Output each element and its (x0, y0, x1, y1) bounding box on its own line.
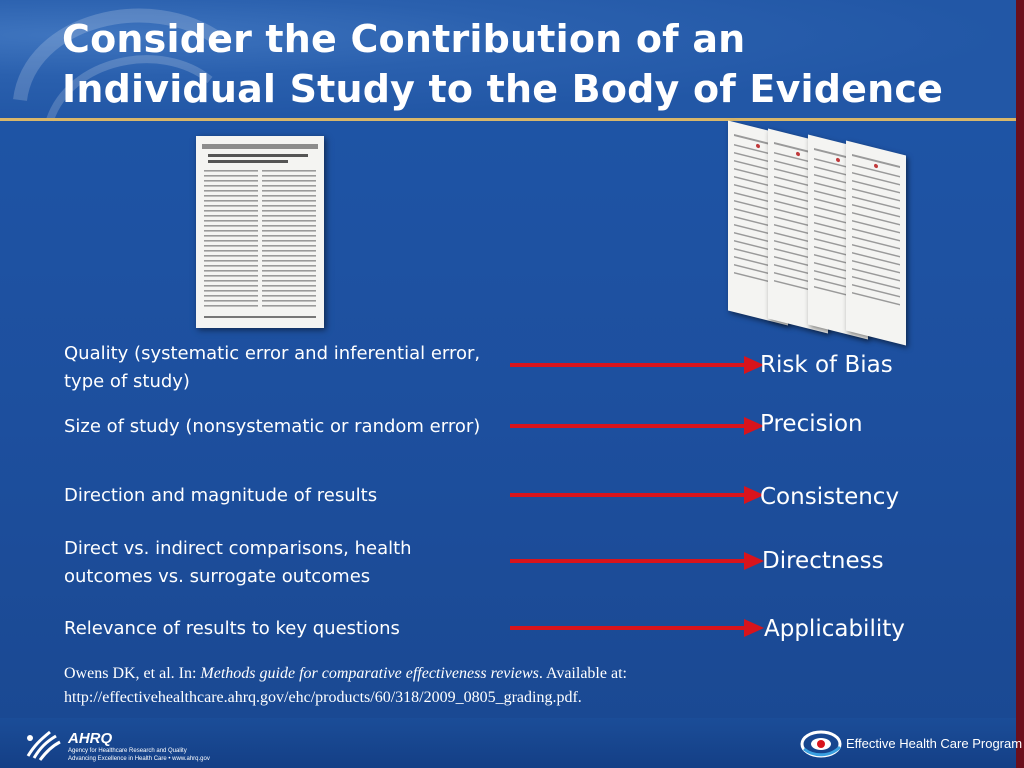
ahrq-logo: AHRQ Agency for Healthcare Research and … (68, 730, 248, 764)
arrow-right-icon (510, 619, 764, 637)
outcome-risk-of-bias: Risk of Bias (760, 352, 893, 378)
arrow-right-icon (510, 417, 764, 435)
arrow-right-icon (510, 486, 764, 504)
footer-bar (0, 718, 1016, 768)
swirl-decoration-icon (13, 8, 225, 122)
ahrq-wordmark: AHRQ (68, 730, 113, 747)
outcome-precision: Precision (760, 411, 863, 437)
hhs-eagle-logo-icon (26, 730, 61, 761)
document-stack-icon (722, 120, 912, 346)
factor-direct-indirect: Direct vs. indirect comparisons, health … (64, 538, 412, 587)
ehc-program-name: Effective Health Care Program (846, 736, 1023, 751)
title-underline (0, 118, 1016, 121)
factor-size-of-study: Size of study (nonsystematic or random e… (64, 416, 481, 437)
arrow-right-icon (510, 356, 764, 374)
outcome-consistency: Consistency (760, 484, 900, 510)
citation-prefix: Owens DK, et al. In: (64, 665, 201, 682)
title-line-1: Consider the Contribution of an (62, 17, 746, 61)
ahrq-agency-name: Agency for Healthcare Research and Quali… (68, 748, 187, 754)
citation-source: Methods guide for comparative effectiven… (200, 665, 539, 682)
citation-url-end: . (577, 689, 582, 706)
outcome-applicability: Applicability (764, 616, 905, 642)
title-area: Consider the Contribution of an Individu… (0, 0, 1016, 122)
slide-title: Consider the Contribution of an Individu… (62, 14, 943, 114)
document-page-icon (196, 136, 324, 328)
right-edge-strip (1016, 0, 1024, 768)
factor-relevance: Relevance of results to key questions (64, 618, 400, 639)
citation: Owens DK, et al. In: Methods guide for c… (64, 662, 784, 710)
ahrq-tagline: Advancing Excellence in Health Care • ww… (68, 756, 210, 762)
title-line-2: Individual Study to the Body of Evidence (62, 67, 944, 111)
factor-quality: Quality (systematic error and inferentia… (64, 343, 481, 392)
ehc-program-logo: Effective Health Care Program (800, 728, 1022, 760)
stack-page (846, 140, 906, 346)
citation-url[interactable]: http://effectivehealthcare.ahrq.gov/ehc/… (64, 689, 578, 706)
factor-direction-magnitude: Direction and magnitude of results (64, 485, 378, 506)
citation-suffix: . Available at: (538, 665, 627, 682)
ehc-globe-logo-icon (800, 730, 842, 758)
outcome-directness: Directness (762, 548, 884, 574)
arrow-right-icon (510, 552, 764, 570)
